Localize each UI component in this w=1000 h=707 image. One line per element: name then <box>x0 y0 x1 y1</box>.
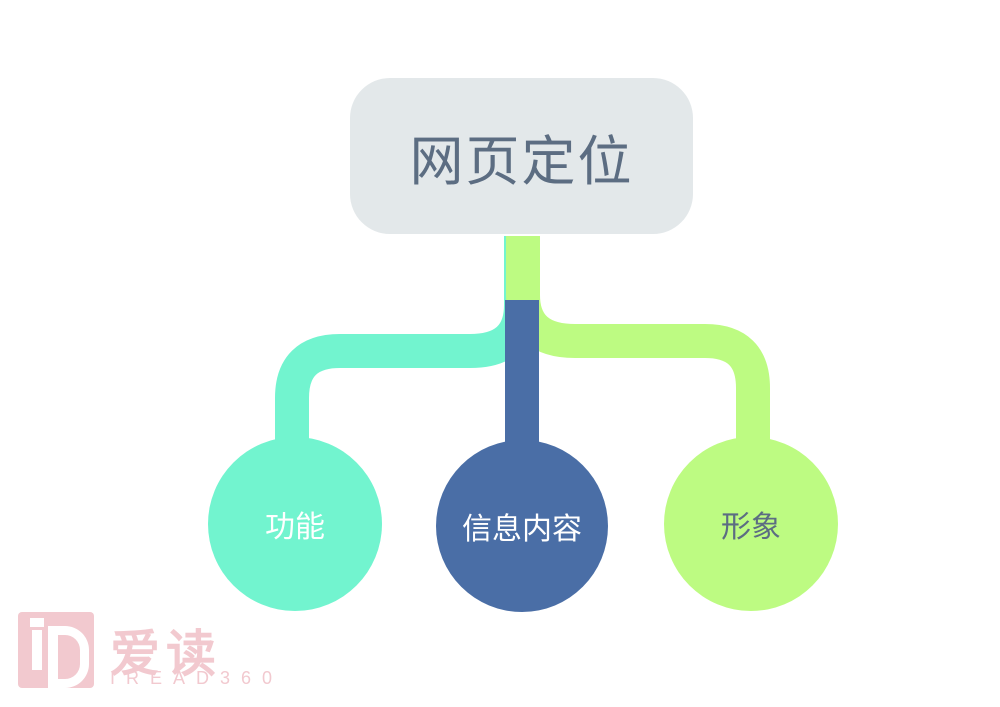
node-functions: 功能 <box>208 437 382 611</box>
root-node: 网页定位 <box>350 78 693 234</box>
node-info-content-label: 信息内容 <box>462 512 582 547</box>
connector-image <box>506 236 770 450</box>
root-node-label: 网页定位 <box>409 129 634 193</box>
watermark-english-text: IREAD360 <box>110 668 284 688</box>
node-functions-label: 功能 <box>265 510 325 545</box>
node-image: 形象 <box>664 437 838 611</box>
node-info-content: 信息内容 <box>436 440 608 612</box>
watermark-badge-icon <box>18 612 94 688</box>
connector-functions <box>275 236 538 450</box>
watermark-chinese-text: 爱读 <box>110 625 222 683</box>
node-image-label: 形象 <box>721 510 781 545</box>
watermark-logo: 爱读 IREAD360 <box>18 612 272 692</box>
